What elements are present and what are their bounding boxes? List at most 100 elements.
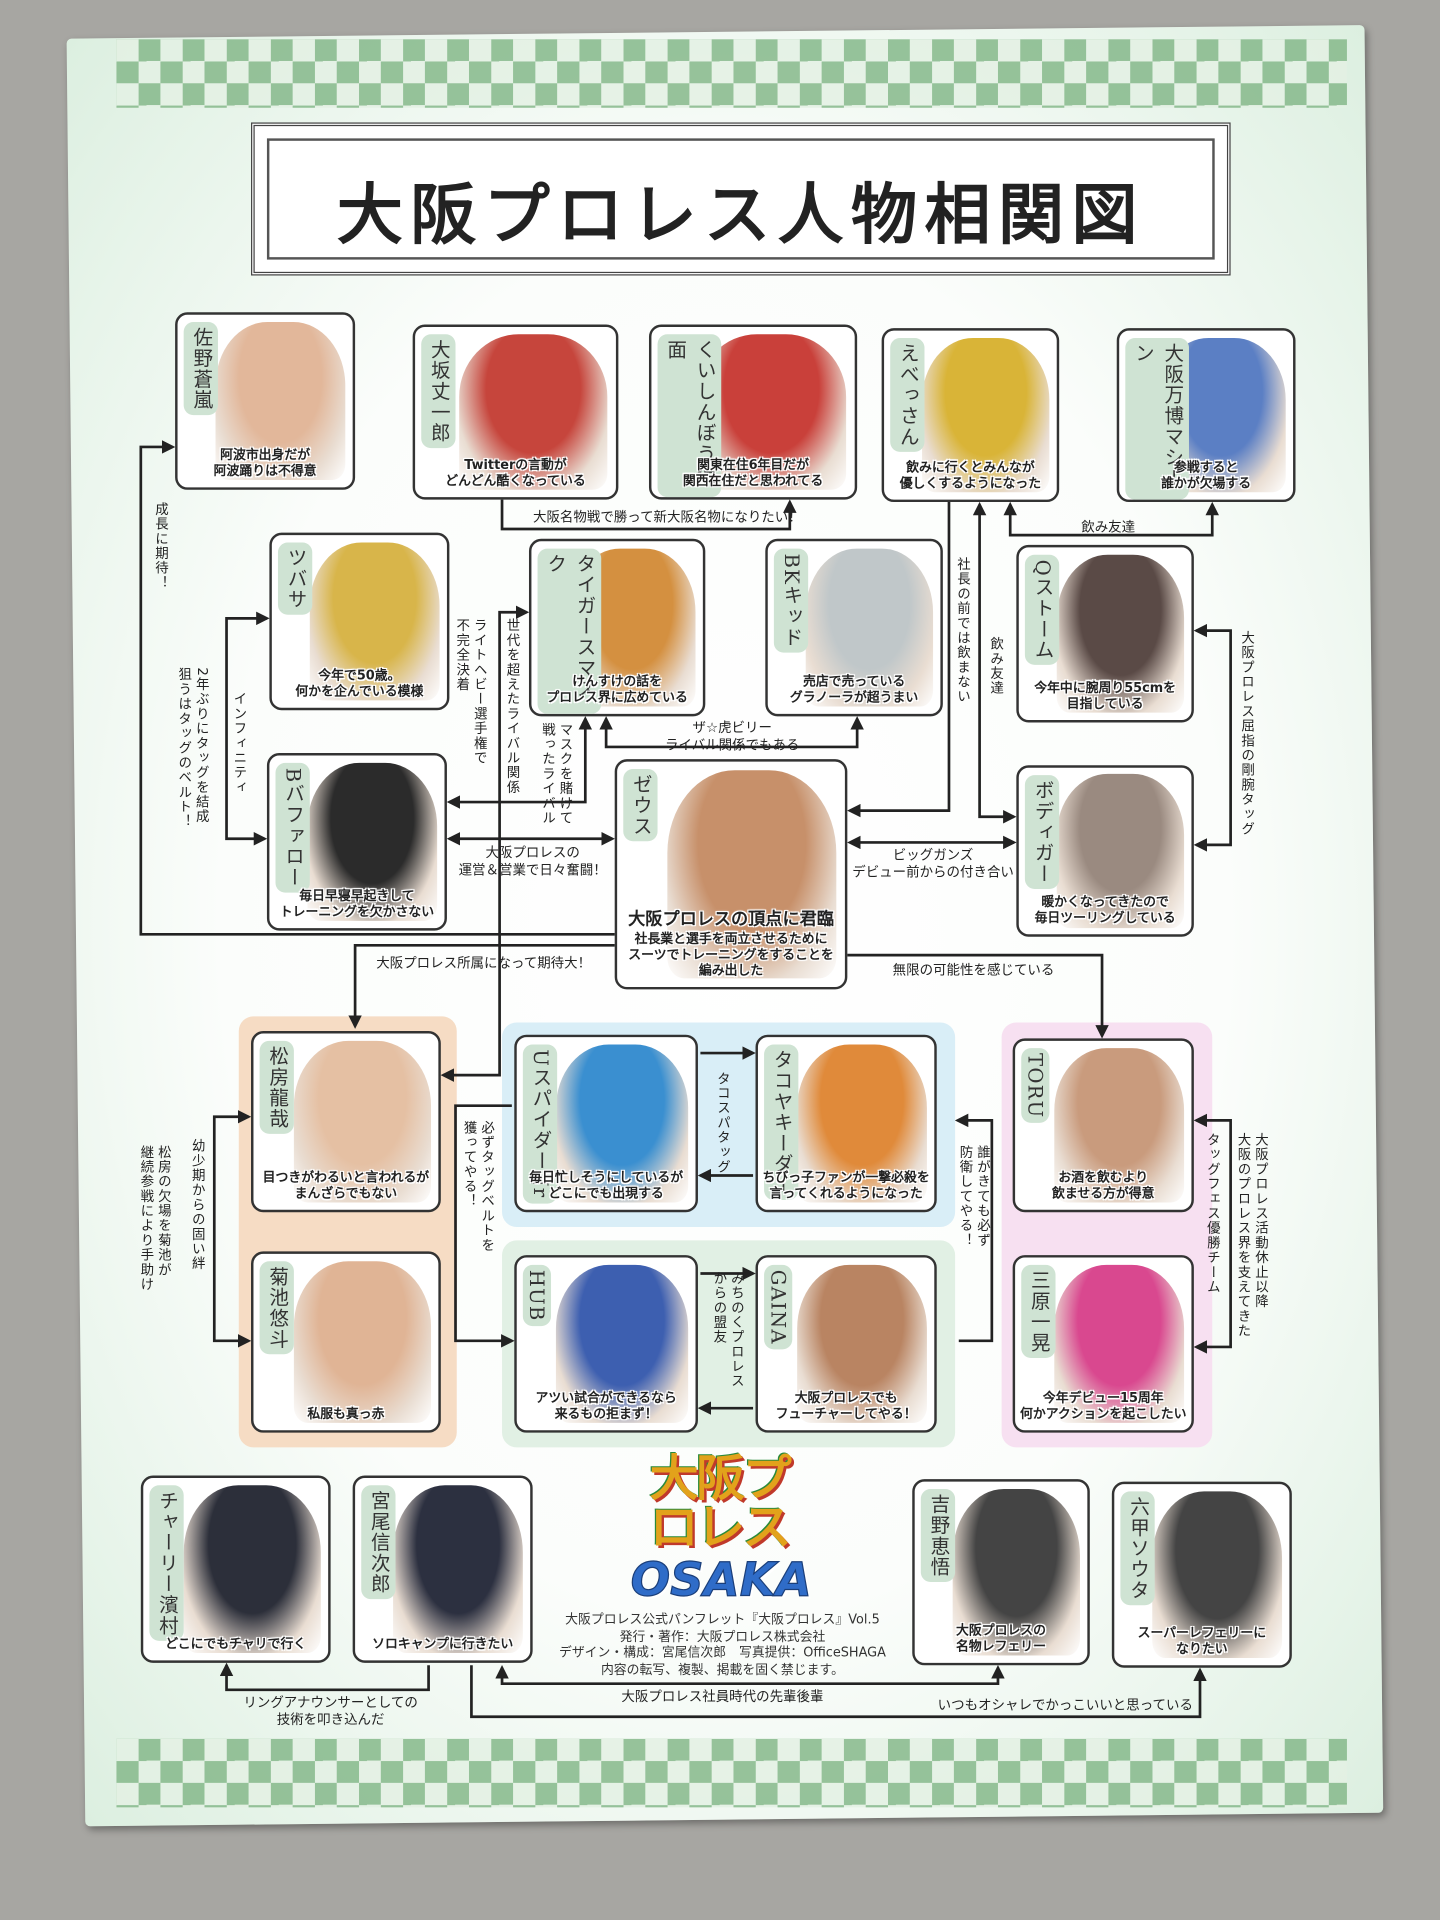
caption-text: 毎日忙しそうにしているが どこにでも出現する <box>529 1170 684 1202</box>
person-card: ツバサ今年で50歳。 何かを企んでいる模様 <box>269 532 450 711</box>
relation-label: リングアナウンサーとしての 技術を叩き込んだ <box>243 1694 418 1729</box>
caption-text: 今年デビュー15周年 何かアクションを起こしたい <box>1020 1390 1187 1422</box>
person-photo <box>667 770 836 978</box>
person-card: タイガースマスクけんすけの話を プロレス界に広めている <box>528 538 706 717</box>
caption-text: 目つきがわるいと言われるが まんざらでもない <box>262 1170 430 1202</box>
person-caption: 今年中に腕周り55cmを 目指している <box>1021 681 1189 713</box>
relation-label: タッグフェス優勝チーム <box>1205 1132 1222 1295</box>
name-tag: 大阪万博マシーン <box>1125 337 1189 500</box>
relation-label: 飲み友達 <box>1081 519 1136 536</box>
name-tag: ゼウス <box>623 768 658 842</box>
person-card: 松房龍哉目つきがわるいと言われるが まんざらでもない <box>251 1031 441 1213</box>
relation-arrow <box>454 1104 515 1348</box>
caption-text: 今年中に腕周り55cmを 目指している <box>1034 680 1176 712</box>
person-photo <box>310 541 440 701</box>
relation-label: マスクを賭けて 戦ったライバル <box>540 722 574 826</box>
person-card: Qストーム今年中に腕周り55cmを 目指している <box>1016 544 1194 723</box>
relation-label: 幼少期からの固い絆 <box>190 1138 207 1272</box>
person-caption: ちびっ子ファンが一撃必殺を 言ってくれるようになった <box>760 1170 931 1202</box>
relation-arrow <box>1193 1113 1232 1354</box>
name-tag: ボディガー <box>1024 775 1060 889</box>
relation-arrow <box>212 1110 252 1348</box>
person-card: 菊池悠斗私服も真っ赤 <box>251 1251 441 1433</box>
person-caption: 毎日早寝早起きして トレーニングを欠かさない <box>272 889 442 921</box>
name-tag: くいしんぼう仮面 <box>657 334 722 498</box>
caption-text: 売店で売っている グラノーラが超うまい <box>789 674 919 706</box>
person-caption: 今年デビュー15周年 何かアクションを起こしたい <box>1018 1391 1189 1423</box>
osaka-pro-logo: 大阪プロレス OSAKA <box>630 1433 812 1611</box>
person-card: GAINA 大阪プロレスでも フューチャーしてやる！ <box>755 1255 937 1433</box>
credits: 大阪プロレス公式パンフレット『大阪プロレス』Vol.5 発行・著作：大阪プロレス… <box>539 1613 906 1680</box>
person-caption: 飲みに行くとみんなが 優しくするようになった <box>887 460 1055 492</box>
name-tag: 大坂丈一郎 <box>421 334 456 449</box>
caption-text: 阿波市出身だが 阿波踊りは不得意 <box>213 447 317 479</box>
relation-label: 松房の欠場を菊池が 継続参戦により手助け <box>138 1144 173 1292</box>
person-photo <box>556 1044 689 1203</box>
caption-text: 社長業と選手を両立させるために スーツでトレーニングをすることを 編み出した <box>628 931 834 979</box>
caption-text: どこにでもチャリで行く <box>165 1636 307 1652</box>
person-card: 大阪万博マシーン参戦すると 誰かが欠場する <box>1116 328 1296 503</box>
person-card: BKキッド売店で売っている グラノーラが超うまい <box>765 538 943 717</box>
person-card: チャーリー濱村どこにでもチャリで行く <box>140 1475 331 1663</box>
caption-text: 大阪プロレスの 名物レフェリー <box>956 1623 1047 1655</box>
person-photo <box>556 1264 689 1424</box>
person-photo <box>294 1260 431 1424</box>
person-photo <box>1053 1047 1185 1204</box>
relation-label: みちのくプロレス からの盟友 <box>711 1271 746 1389</box>
person-caption: どこにでもチャリで行く <box>146 1637 326 1653</box>
relation-arrow <box>1193 623 1232 852</box>
person-card: ゼウス大阪プロレスの頂点に君臨社長業と選手を両立させるために スーツでトレーニン… <box>614 759 848 990</box>
logo-jp: 大阪プロレス <box>649 1451 792 1557</box>
name-tag: GAINA <box>764 1264 793 1350</box>
person-caption: Twitterの言動が どんどん酷くなっている <box>418 458 614 490</box>
caption-text: 暖かくなってきたので 毎日ツーリングしている <box>1034 894 1176 926</box>
relation-label: 飲み友達 <box>988 636 1005 696</box>
relation-label: ビッグガンズ デビュー前からの付き合い <box>852 847 1014 881</box>
person-caption: 大阪プロレスでも フューチャーしてやる！ <box>760 1391 931 1423</box>
name-tag: チャーリー濱村 <box>149 1485 184 1641</box>
person-card: 佐野蒼嵐阿波市出身だが 阿波踊りは不得意 <box>175 312 356 490</box>
name-tag: Qストーム <box>1024 554 1060 666</box>
relation-arrow <box>225 611 270 846</box>
name-tag: Uスパイダー Jr <box>522 1044 558 1204</box>
person-caption: 毎日忙しそうにしているが どこにでも出現する <box>519 1170 693 1202</box>
name-tag: タイガースマスク <box>537 548 602 714</box>
person-card: えべっさん飲みに行くとみんなが 優しくするようになった <box>881 328 1060 503</box>
relation-arrow <box>972 501 1017 824</box>
credit-line: 内容の転写、複製、掲載を固く禁じます。 <box>600 1662 844 1678</box>
caption-text: ソロキャンプに行きたい <box>372 1636 514 1652</box>
caption-text: 私服も真っ赤 <box>307 1406 385 1422</box>
person-caption: けんすけの話を プロレス界に広めている <box>534 674 701 706</box>
name-tag: タコヤキーダー <box>764 1044 799 1201</box>
person-photo <box>459 333 608 491</box>
relation-label: 大阪プロレス屈指の剛腕タッグ <box>1239 630 1256 837</box>
person-caption: 参戦すると 誰かが欠場する <box>1122 460 1291 492</box>
name-tag: ツバサ <box>277 542 313 615</box>
name-tag: 宮尾信次郎 <box>361 1485 396 1600</box>
person-caption: ソロキャンプに行きたい <box>358 1637 528 1653</box>
person-caption: 私服も真っ赤 <box>256 1407 436 1423</box>
name-tag: 佐野蒼嵐 <box>183 322 218 416</box>
relation-label: 無限の可能性を感じている <box>892 962 1055 979</box>
person-caption: 暖かくなってきたので 毎日ツーリングしている <box>1021 895 1189 927</box>
person-photo <box>183 1485 321 1654</box>
logo-en: OSAKA <box>630 1552 812 1607</box>
caption-text: ちびっ子ファンが一撃必殺を 言ってくれるようになった <box>762 1170 930 1202</box>
person-card: Bバファロー毎日早寝早起きして トレーニングを欠かさない <box>266 753 447 931</box>
person-caption: スーパーレフェリーに なりたい <box>1117 1626 1287 1658</box>
relation-arrow <box>500 499 797 531</box>
name-tag: 吉野恵悟 <box>920 1488 956 1583</box>
person-caption: 大阪プロレスの頂点に君臨社長業と選手を両立させるために スーツでトレーニングをす… <box>620 910 843 980</box>
person-caption: 阿波市出身だが 阿波踊りは不得意 <box>180 448 350 480</box>
person-card: くいしんぼう仮面関東在住6年目だが 関西在住だと思われてる <box>648 324 858 500</box>
relation-label: 誰がきても必ず 防衛してやる！ <box>957 1144 992 1248</box>
relation-label: ザ☆虎ビリー ライバル関係でもある <box>665 720 800 754</box>
relation-label: 社長の前では飲まない <box>955 557 972 705</box>
relation-arrow <box>599 716 864 749</box>
relation-arrow <box>495 1665 1005 1686</box>
caption-text: Twitterの言動が どんどん酷くなっている <box>445 457 586 489</box>
relation-arrow <box>954 1113 994 1343</box>
credit-line: 発行・著作：大阪プロレス株式会社 <box>619 1629 826 1645</box>
